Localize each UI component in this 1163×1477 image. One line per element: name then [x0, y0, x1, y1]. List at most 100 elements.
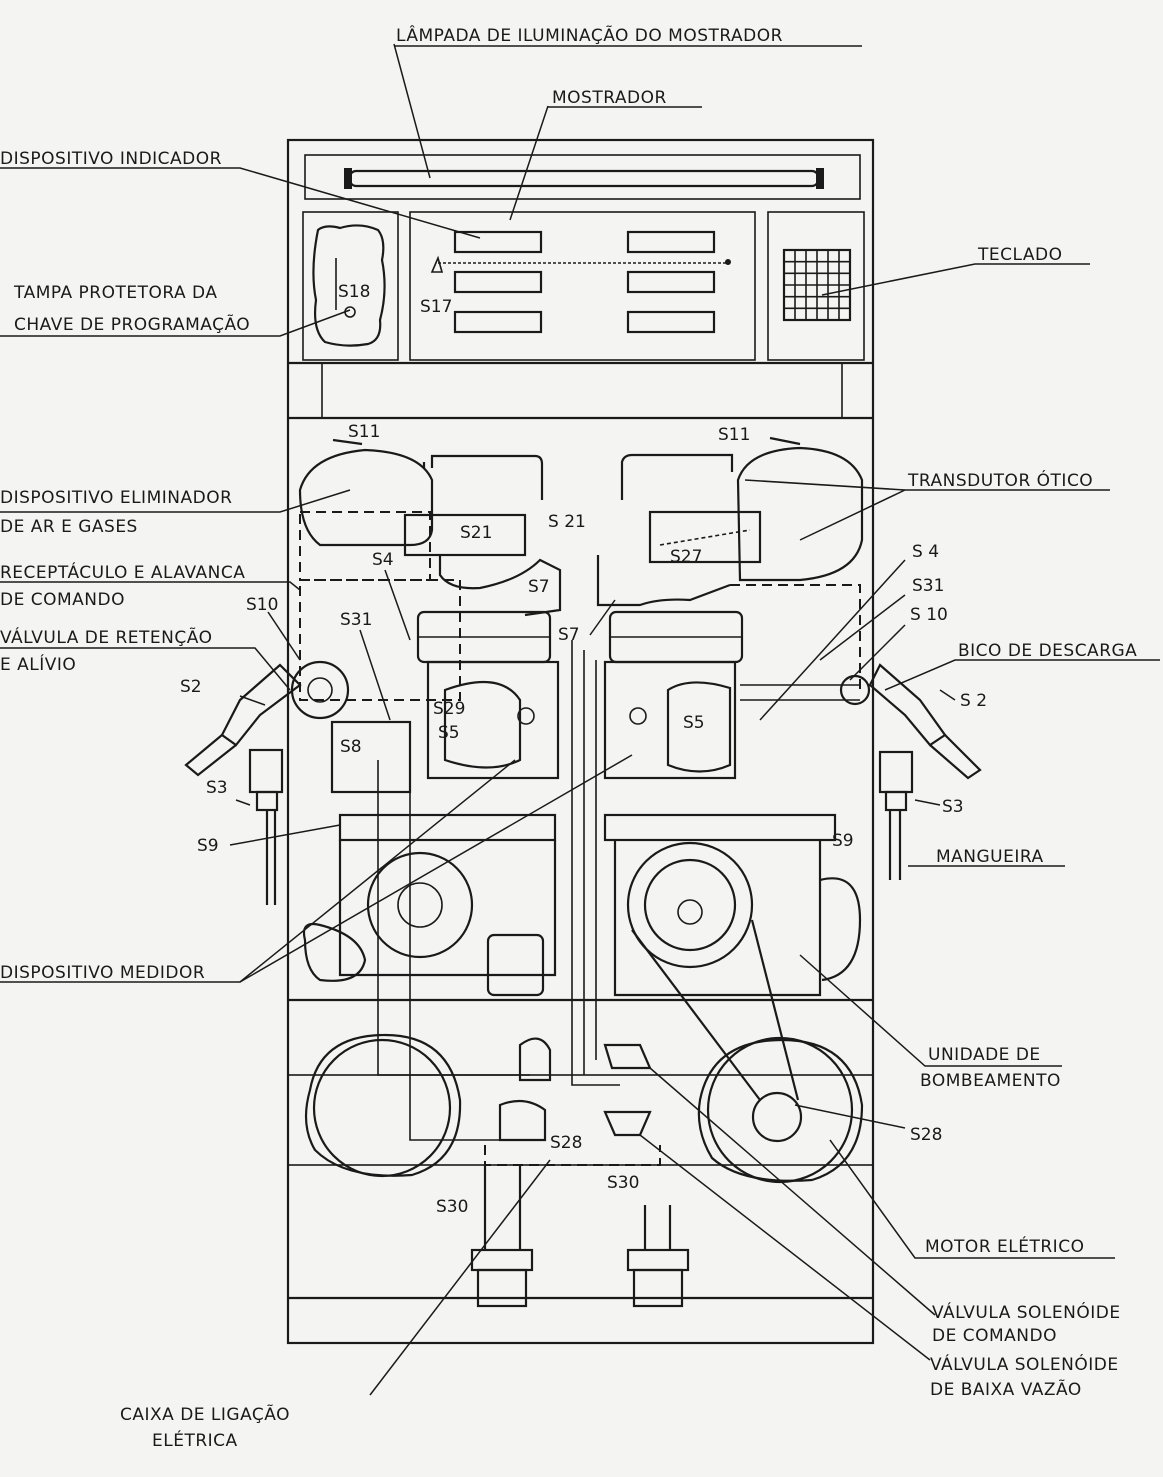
seal-s31-left: S31	[340, 610, 372, 630]
motor-face-left	[312, 1038, 452, 1178]
leader-solenoide-baixa	[639, 1134, 931, 1361]
label-eliminador-2: DE AR E GASES	[0, 517, 138, 537]
label-caixa-2: ELÉTRICA	[152, 1429, 238, 1451]
display-frame	[409, 211, 756, 361]
pump-body-left	[338, 840, 557, 977]
display-digit-row-3-left	[453, 310, 543, 334]
meter-left: S8 S5 S29	[330, 610, 560, 794]
cabinet	[286, 138, 875, 1345]
inlet-nut-left	[470, 1248, 534, 1272]
seal-s10-left: S10	[246, 595, 278, 615]
seal-s30-mid: S30	[607, 1173, 639, 1193]
leader-s2-left	[239, 695, 266, 706]
air-eliminator-left: S11	[298, 422, 544, 547]
base-inlets	[470, 1165, 690, 1308]
leader-transdutor-2	[799, 489, 906, 541]
label-valvula-retencao-1: VÁLVULA DE RETENÇÃO	[0, 626, 212, 648]
leader-lines	[0, 43, 1160, 1396]
label-tampa-2: CHAVE DE PROGRAMAÇÃO	[14, 313, 250, 335]
label-caixa-1: CAIXA DE LIGAÇÃO	[120, 1403, 290, 1425]
lamp-socket-left	[344, 168, 352, 189]
solenoid-command-right	[603, 1043, 652, 1070]
pump-pulley-left	[366, 851, 474, 959]
lamp-tube	[348, 169, 820, 188]
junction-box-outline	[484, 1145, 661, 1166]
label-solenoide-baixa-1: VÁLVULA SOLENÓIDE	[930, 1353, 1119, 1375]
label-solenoide-baixa-2: DE BAIXA VAZÃO	[930, 1378, 1082, 1400]
seal-s28-mid: S28	[550, 1133, 582, 1153]
label-mangueira: MANGUEIRA	[936, 847, 1044, 867]
seal-s8: S8	[340, 737, 362, 757]
leader-s4-left	[384, 569, 411, 641]
hose-fitting-right	[884, 790, 908, 812]
receptacle-outline	[299, 579, 461, 701]
seal-s29: S29	[433, 699, 465, 719]
leader-eliminador	[0, 489, 351, 513]
leader-teclado	[821, 263, 1090, 296]
label-solenoide-comando-1: VÁLVULA SOLENÓIDE	[932, 1301, 1121, 1323]
control-receptacle	[299, 511, 861, 701]
receptacle-outline-right	[730, 584, 861, 690]
solenoid-command-left	[518, 1037, 552, 1082]
nozzle-holder-right	[878, 750, 914, 794]
leader-caixa	[369, 1159, 551, 1396]
nozzle-spout-left	[184, 734, 237, 777]
pipe-mid-1	[571, 640, 620, 1086]
solenoid-low-flow-right	[603, 1110, 652, 1137]
label-receptaculo-2: DE COMANDO	[0, 590, 125, 610]
inlet-nut-right	[626, 1248, 690, 1272]
pump-hub-right	[677, 899, 703, 925]
meter-face-right	[666, 681, 732, 773]
meter-right: S5	[517, 610, 744, 780]
leader-bico	[884, 659, 1160, 691]
seal-s5-left: S5	[438, 723, 460, 743]
seal-s11-right-mark	[769, 436, 801, 446]
seal-wire-end	[725, 259, 731, 265]
solenoid-low-flow-left	[498, 1099, 547, 1142]
seal-s7-left: S7	[528, 577, 550, 597]
leader-unidade	[799, 954, 1062, 1067]
transducer-right: S27 S 21 S7	[548, 510, 762, 645]
seal-lead-s17	[430, 255, 444, 273]
transducer-box-right	[648, 510, 762, 564]
eliminator-tank-left	[298, 448, 434, 547]
display-lamp	[304, 154, 861, 200]
seal-s4-left: S4	[372, 550, 394, 570]
transducer-body-right	[596, 555, 731, 607]
meter-counter-left	[330, 720, 412, 794]
seal-s31-right: S31	[912, 576, 944, 596]
seal-s3-left: S3	[206, 778, 228, 798]
leader-solenoide-comando	[649, 1067, 936, 1316]
seal-s21-mid: S 21	[548, 512, 586, 532]
seal-s11-left-mark	[332, 438, 363, 446]
meter-bolt-right	[629, 707, 647, 725]
motor-pulley-right	[751, 1091, 803, 1143]
seal-s4-right: S 4	[912, 542, 939, 562]
pump-cover-right	[819, 877, 862, 982]
leader-s7-right	[589, 599, 616, 636]
eliminator-pipe-left	[430, 454, 544, 500]
display-window: S17	[409, 211, 756, 361]
label-unidade-1: UNIDADE DE	[928, 1045, 1041, 1065]
leader-s3-right	[914, 799, 941, 806]
seal-s5-right: S5	[683, 713, 705, 733]
pumping-unit-right: S9	[603, 813, 862, 997]
seal-s2-right: S 2	[960, 691, 987, 711]
pump-port-left	[486, 933, 545, 997]
pumping-unit-left: S9	[197, 813, 557, 997]
programming-key-cover: S18	[302, 211, 399, 361]
label-lampada: LÂMPADA DE ILUMINAÇÃO DO MOSTRADOR	[396, 24, 783, 46]
label-tampa-1: TAMPA PROTETORA DA	[13, 283, 217, 303]
label-teclado: TECLADO	[977, 245, 1062, 265]
display-digit-row-1-left	[453, 230, 543, 254]
leader-tampa	[0, 309, 351, 337]
seal-s18: S18	[338, 282, 370, 302]
label-receptaculo-1: RECEPTÁCULO E ALAVANCA	[0, 561, 245, 583]
seal-s28-right: S28	[910, 1125, 942, 1145]
leader-medidor-2	[239, 754, 633, 983]
leader-s3-left	[235, 799, 251, 806]
meter-body-right	[603, 660, 737, 780]
seal-s9-right: S9	[832, 831, 854, 851]
pump-body-right	[613, 840, 822, 997]
